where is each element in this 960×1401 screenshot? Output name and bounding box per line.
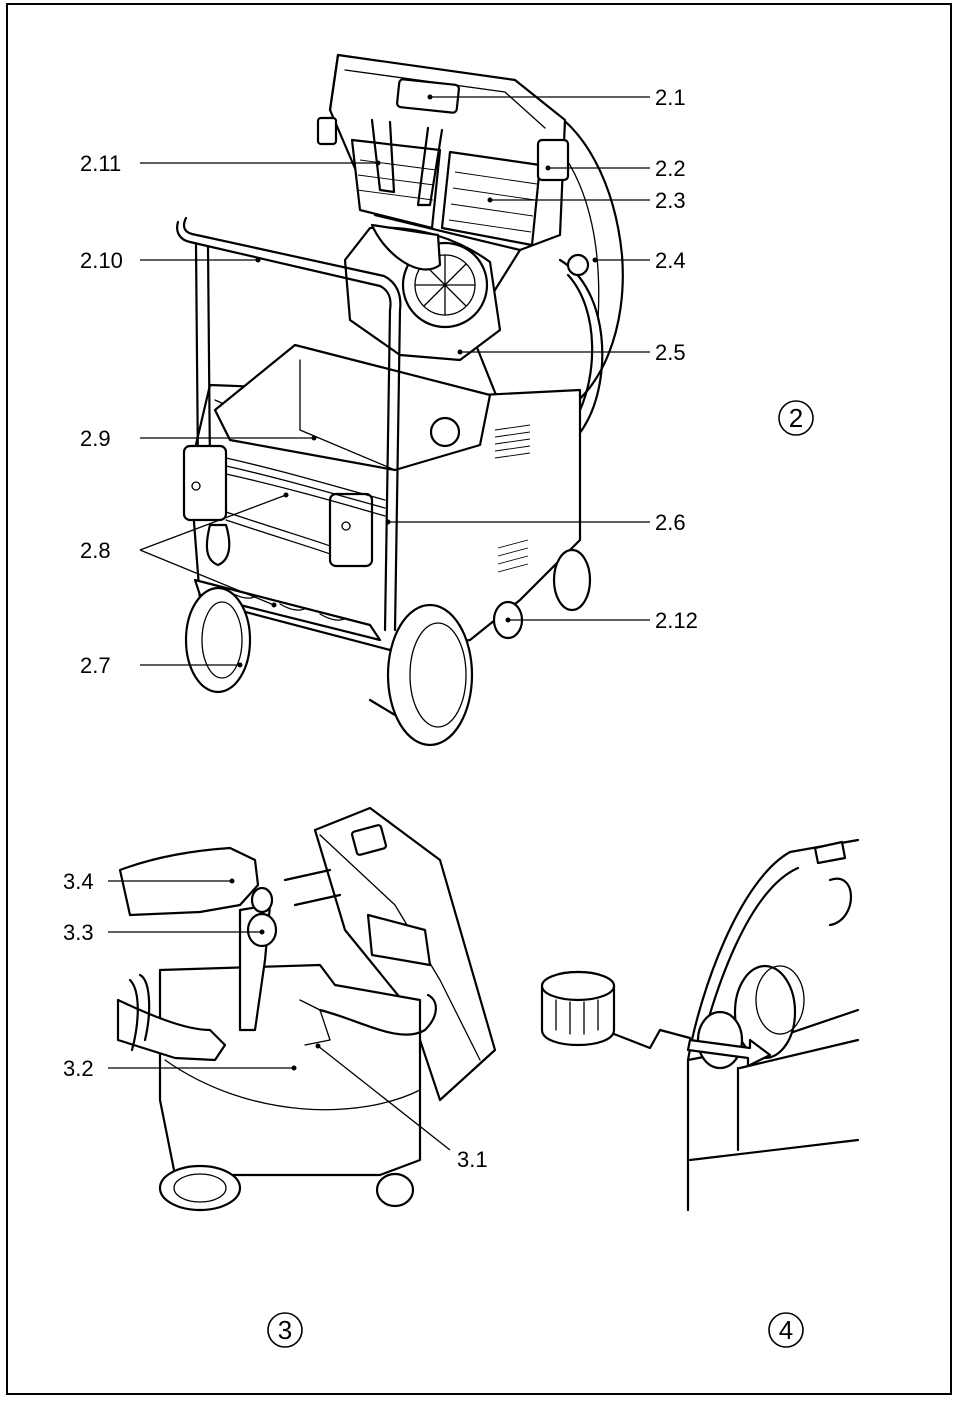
callout-labels: 2.1 2.11 2.2 2.3 2.10 2.4 2.5 2.9 2.6 2.… <box>63 85 698 1172</box>
figure-4-drawing <box>540 838 860 1212</box>
figure-2-number: 2 <box>789 403 803 433</box>
label-3-3: 3.3 <box>63 920 94 945</box>
figure-3-circle <box>267 1312 303 1348</box>
page-border <box>6 3 952 1395</box>
figure-number-3: 3 <box>267 1312 303 1348</box>
figure-number-2: 2 <box>778 400 814 436</box>
figure-3-drawing <box>116 806 497 1212</box>
label-2-1: 2.1 <box>655 85 686 110</box>
label-2-9: 2.9 <box>80 426 111 451</box>
label-2-8: 2.8 <box>80 538 111 563</box>
label-2-4: 2.4 <box>655 248 686 273</box>
label-2-7: 2.7 <box>80 653 111 678</box>
figure-2-circle <box>778 400 814 436</box>
figure-4-circle <box>768 1312 804 1348</box>
figure-4-number: 4 <box>779 1315 793 1345</box>
label-3-1: 3.1 <box>457 1147 488 1172</box>
figure-3-number: 3 <box>278 1315 292 1345</box>
label-2-3: 2.3 <box>655 188 686 213</box>
leader-lines <box>108 94 650 1151</box>
label-3-4: 3.4 <box>63 869 94 894</box>
label-2-11: 2.11 <box>80 151 121 176</box>
label-2-6: 2.6 <box>655 510 686 535</box>
label-2-10: 2.10 <box>80 248 123 273</box>
label-2-2: 2.2 <box>655 156 686 181</box>
figure-2-drawing <box>176 53 624 747</box>
figure-number-4: 4 <box>768 1312 804 1348</box>
label-2-12: 2.12 <box>655 608 698 633</box>
label-2-5: 2.5 <box>655 340 686 365</box>
label-3-2: 3.2 <box>63 1056 94 1081</box>
